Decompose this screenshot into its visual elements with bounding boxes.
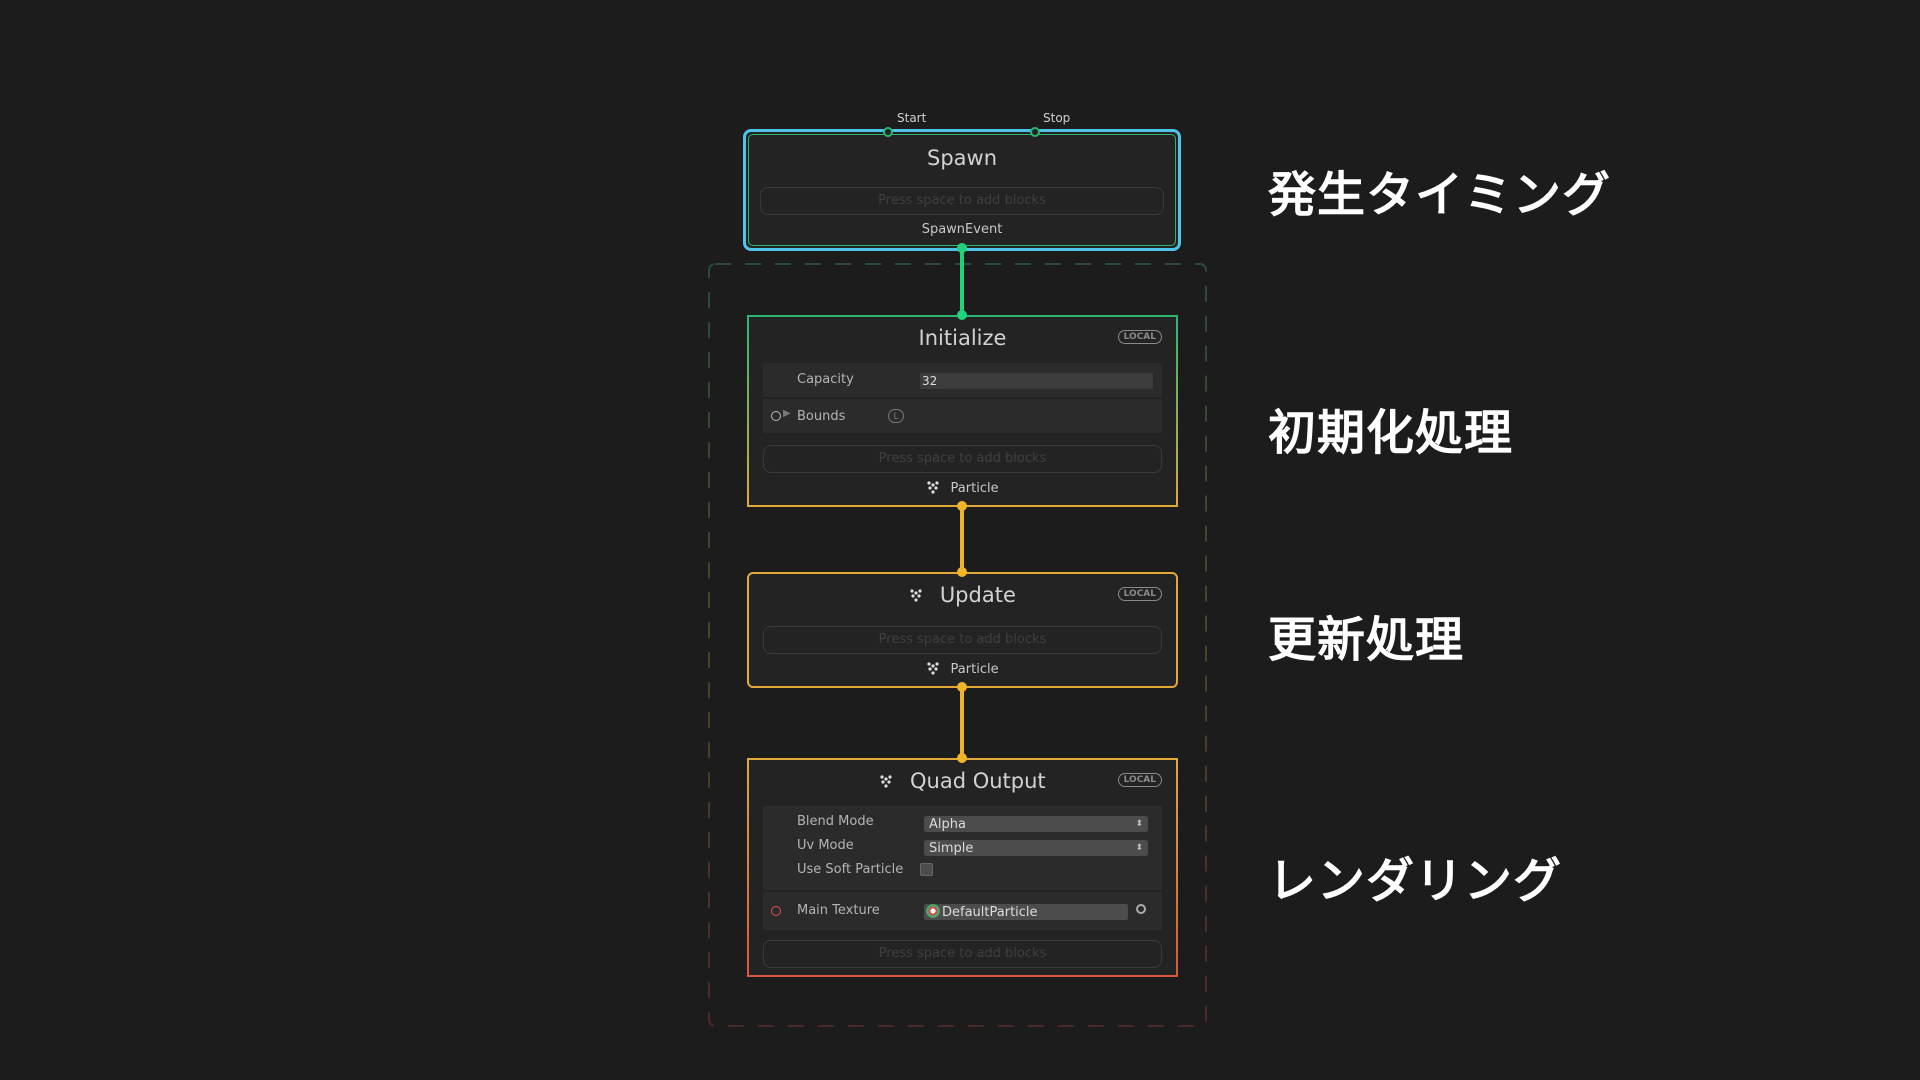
particle-icon	[927, 662, 940, 675]
blend-mode-chevron-icon: ⬍	[1135, 819, 1143, 829]
update-output-label: Particle	[950, 662, 999, 677]
soft-particle-label: Use Soft Particle	[797, 862, 904, 877]
initialize-flow-edge[interactable]	[960, 506, 964, 574]
uv-mode-chevron-icon: ⬍	[1135, 843, 1143, 853]
initialize-title: Initialize	[918, 326, 1007, 350]
initialize-add-blocks-placeholder[interactable]: Press space to add blocks	[763, 445, 1162, 473]
update-input-port[interactable]	[957, 567, 967, 577]
annotation-output: レンダリング	[1268, 853, 1563, 909]
spawn-flow-edge[interactable]	[960, 248, 964, 315]
update-title: Update	[939, 583, 1016, 607]
spawn-context[interactable]: Spawn Press space to add blocks SpawnEve…	[743, 129, 1181, 251]
update-title-row: Update	[749, 583, 1176, 607]
system-boundary	[708, 263, 1207, 1027]
main-texture-value: DefaultParticle	[942, 905, 1038, 920]
capacity-field[interactable]: 32	[920, 373, 1153, 389]
initialize-input-port[interactable]	[957, 310, 967, 320]
spawn-stop-label: Stop	[1043, 111, 1071, 125]
initialize-local-badge[interactable]: LOCAL	[1117, 330, 1162, 344]
quad-output-title: Quad Output	[910, 769, 1046, 793]
initialize-capacity-block: Capacity 32	[763, 363, 1162, 397]
update-context[interactable]: Update LOCAL Press space to add blocks P…	[747, 572, 1178, 688]
main-texture-input-port[interactable]	[771, 906, 781, 916]
spawn-add-blocks-placeholder[interactable]: Press space to add blocks	[760, 187, 1164, 215]
main-texture-field[interactable]: DefaultParticle	[924, 904, 1128, 920]
texture-thumbnail-icon	[926, 904, 940, 918]
particle-icon	[927, 481, 940, 494]
initialize-output-port[interactable]	[957, 501, 967, 511]
spawn-title: Spawn	[926, 146, 997, 170]
blend-mode-label: Blend Mode	[797, 814, 874, 829]
quad-output-input-port[interactable]	[957, 753, 967, 763]
spawn-start-port[interactable]	[883, 127, 893, 137]
blend-mode-value: Alpha	[929, 817, 966, 832]
uv-mode-value: Simple	[929, 841, 974, 856]
update-flow-edge[interactable]	[960, 687, 964, 759]
initialize-bounds-block: ▶ Bounds L	[763, 399, 1162, 433]
quad-output-add-blocks-placeholder[interactable]: Press space to add blocks	[763, 940, 1162, 968]
main-texture-label: Main Texture	[797, 903, 880, 918]
spawn-start-label: Start	[897, 111, 927, 125]
update-add-blocks-placeholder[interactable]: Press space to add blocks	[763, 626, 1162, 654]
initialize-output-label: Particle	[950, 481, 999, 496]
bounds-expand-icon[interactable]: ▶	[783, 408, 791, 419]
spawn-output-port[interactable]	[957, 243, 967, 253]
spawn-stop-port[interactable]	[1030, 127, 1040, 137]
bounds-label: Bounds	[797, 409, 846, 424]
quad-output-settings-block: Blend Mode Alpha ⬍ Uv Mode Simple ⬍ Use …	[763, 806, 1162, 890]
quad-output-local-badge[interactable]: LOCAL	[1117, 773, 1162, 787]
output-particle-icon	[880, 775, 892, 788]
capacity-label: Capacity	[797, 372, 854, 387]
annotation-spawn: 発生タイミング	[1268, 167, 1612, 223]
quad-output-context[interactable]: Quad Output LOCAL Blend Mode Alpha ⬍ Uv …	[747, 758, 1178, 977]
bounds-input-port[interactable]	[771, 411, 781, 421]
initialize-context[interactable]: Initialize LOCAL Capacity 32 ▶ Bounds L …	[747, 315, 1178, 507]
uv-mode-label: Uv Mode	[797, 838, 854, 853]
update-local-badge[interactable]: LOCAL	[1117, 587, 1162, 601]
initialize-output-label-row: Particle	[749, 480, 1176, 496]
bounds-space-badge[interactable]: L	[888, 409, 904, 423]
blend-mode-dropdown[interactable]: Alpha ⬍	[924, 816, 1148, 832]
update-output-port[interactable]	[957, 682, 967, 692]
annotation-initialize: 初期化処理	[1268, 405, 1514, 461]
uv-mode-dropdown[interactable]: Simple ⬍	[924, 840, 1148, 856]
annotation-update: 更新処理	[1268, 612, 1465, 668]
update-output-label-row: Particle	[749, 661, 1176, 677]
texture-picker-icon[interactable]	[1136, 904, 1146, 914]
spawn-output-label: SpawnEvent	[921, 222, 1003, 237]
quad-output-title-row: Quad Output	[749, 769, 1176, 793]
quad-output-texture-block: Main Texture DefaultParticle	[763, 892, 1162, 930]
soft-particle-checkbox[interactable]	[920, 863, 933, 876]
update-particle-icon	[910, 589, 922, 602]
